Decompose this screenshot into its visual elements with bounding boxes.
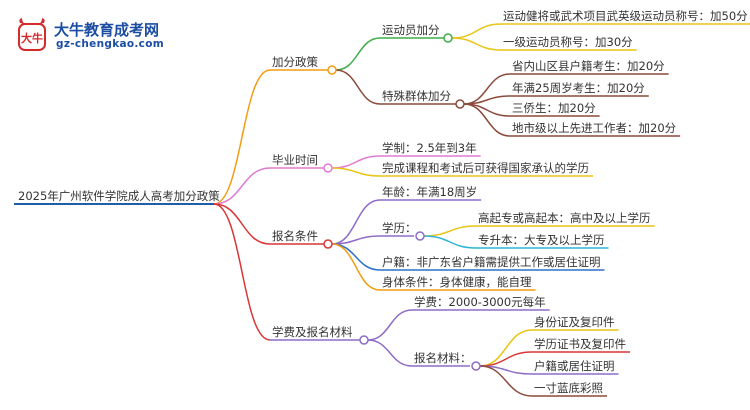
fees-materials-dot [471, 361, 481, 371]
fees-tuition: 学费：2000-3000元每年 [414, 295, 546, 309]
material-item: 户籍或居住证明 [534, 359, 615, 373]
education-item: 高起专或高起本：高中及以上学历 [478, 211, 651, 225]
sub-special: 特殊群体加分 [382, 89, 451, 103]
sub-athlete-dot [443, 33, 453, 43]
bull-logo-icon: 大牛 [18, 18, 46, 51]
logo-badge-text: 大牛 [21, 31, 43, 45]
special-item: 年满25周岁考生：加20分 [512, 81, 645, 95]
edge-graduation-item [331, 167, 381, 177]
material-item: 一寸蓝底彩照 [534, 381, 603, 395]
branch-registration-dot [323, 239, 333, 249]
branch-fees-dot [359, 335, 369, 345]
athlete-item: 运动健将或武术项目武英级运动员称号：加50分 [503, 9, 748, 23]
registration-education: 学历： [382, 221, 417, 235]
edge-registration [213, 203, 271, 245]
branch-graduation-dot [323, 163, 333, 173]
branch-registration: 报名条件 [272, 229, 318, 243]
mindmap-edges [14, 23, 750, 397]
registration-education-dot [415, 231, 425, 241]
fees-materials: 报名材料： [414, 351, 472, 365]
sub-athlete: 运动员加分 [382, 23, 440, 37]
registration-household: 户籍：非广东省户籍需提供工作或居住证明 [382, 255, 601, 269]
logo-url: gz-chengkao.com [56, 38, 164, 50]
branch-policy-dot [327, 65, 337, 75]
registration-age: 年龄：年满18周岁 [382, 185, 477, 199]
edge-age [331, 199, 381, 245]
edge-special-item [463, 103, 511, 137]
edge-material-item [479, 329, 533, 367]
edge-health [331, 243, 381, 291]
site-logo: 大牛 大牛教育成考网 gz-chengkao.com [2, 5, 182, 55]
special-item: 地市级以上先进工作者：加20分 [512, 121, 677, 135]
logo-title: 大牛教育成考网 [54, 21, 160, 39]
branch-graduation: 毕业时间 [272, 153, 318, 167]
edge-education-item [423, 235, 477, 249]
edge-materials [367, 339, 413, 367]
edge-graduation-item [331, 155, 381, 169]
material-item: 身份证及复印件 [534, 315, 615, 329]
education-item: 专升本：大专及以上学历 [478, 233, 605, 247]
edge-material-item [479, 365, 533, 397]
edge-athlete [335, 37, 381, 71]
branch-policy: 加分政策 [272, 55, 318, 69]
registration-health: 身体条件：身体健康，能自理 [382, 275, 532, 289]
special-item: 三侨生：加20分 [512, 101, 596, 115]
edge-fees [213, 203, 271, 341]
material-item: 学历证书及复印件 [534, 337, 626, 351]
edge-education-item [423, 225, 477, 237]
edge-graduation [213, 167, 271, 205]
special-item: 省内山区县户籍考生：加20分 [512, 59, 665, 73]
branch-fees: 学费及报名材料 [272, 325, 353, 339]
edge-material-item [479, 351, 533, 367]
graduation-item: 完成课程和考试后可获得国家承认的学历 [382, 161, 589, 175]
root-node: 2025年广州软件学院成人高考加分政策 [18, 189, 220, 203]
athlete-item: 一级运动员称号：加30分 [503, 35, 633, 49]
edge-policy [213, 69, 271, 205]
edge-athlete-item [451, 37, 502, 51]
edge-athlete-item [451, 23, 502, 39]
mindmap-nodes: 2025年广州软件学院成人高考加分政策 加分政策 运动员加分 运动健将或武术项目武英级… [18, 9, 748, 395]
graduation-item: 学制：2.5年到3年 [382, 141, 477, 155]
sub-special-dot [455, 99, 465, 109]
edge-special [335, 69, 381, 105]
edge-tuition [367, 309, 413, 341]
